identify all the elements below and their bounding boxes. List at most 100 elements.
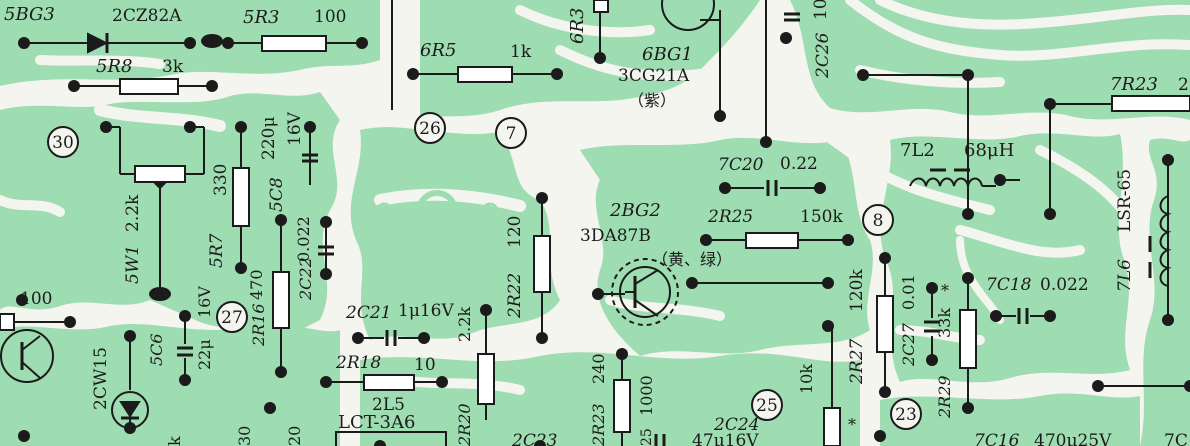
pad (264, 402, 276, 414)
pad (686, 277, 698, 289)
diode-2cz82a (87, 32, 109, 54)
channel (515, 5, 655, 38)
label-asterisk: * (941, 281, 949, 300)
capacitor-2c22 (318, 245, 334, 256)
label-2r20: 2R20 (455, 403, 474, 446)
label-5c6-value-2: 16V (195, 286, 214, 318)
capacitors (177, 12, 1029, 446)
pad (275, 214, 287, 226)
label-5r8: 5R8 (96, 56, 132, 77)
pad (994, 174, 1006, 186)
label-6r5: 6R5 (420, 40, 456, 61)
resistor-6r5 (457, 66, 513, 83)
label-7c18-value: 0.022 (1040, 275, 1089, 295)
pad (206, 80, 218, 92)
pad (551, 68, 563, 80)
label-7l6: 7L6 (1115, 259, 1135, 292)
label-2cz82a: 2CZ82A (112, 6, 182, 26)
test-point-marker: 7 (495, 117, 527, 149)
pad (124, 422, 136, 434)
pad (68, 80, 80, 92)
label-7c-right: 7C (1164, 431, 1188, 446)
channel (374, 188, 526, 212)
pad (320, 268, 332, 280)
pad (16, 294, 28, 306)
pad (962, 69, 974, 81)
transistor-2bg2 (611, 258, 679, 326)
label-7c20-value: 0.22 (780, 154, 818, 174)
label-7r23: 7R23 (1110, 74, 1158, 95)
diode-2cw15 (111, 391, 149, 429)
label-2c22: 2C22 (296, 257, 315, 301)
pad-oval (149, 287, 171, 301)
label-5r7: 5R7 (207, 233, 227, 268)
channel (94, 104, 226, 132)
pad (616, 348, 628, 360)
pad (179, 374, 191, 386)
pad (356, 37, 368, 49)
channel (35, 55, 165, 69)
label-5r3: 5R3 (243, 7, 279, 28)
label-lct: LCT-3A6 (338, 412, 415, 433)
capacitor-5c8 (302, 153, 318, 163)
pad (1044, 310, 1056, 322)
label-2r29-value: 33k (935, 308, 954, 338)
marker-circle (47, 126, 79, 158)
pads (16, 32, 1190, 446)
region-left-bottom (0, 323, 340, 446)
pad (780, 32, 792, 44)
test-point-marker: 27 (216, 301, 248, 333)
label-5c8-value-1: 220μ (259, 117, 279, 161)
label-5w1-value: 2.2k (123, 194, 143, 232)
label-2r18-value: 10 (414, 355, 436, 375)
pad (18, 37, 30, 49)
resistor-bottom (823, 407, 841, 446)
pad (822, 320, 834, 332)
label-2bg2-type: 3DA87B (580, 226, 651, 246)
channel (955, 225, 1085, 258)
region-left (0, 92, 340, 330)
pad (374, 440, 386, 446)
transistor-body (619, 266, 671, 318)
resistor-2r20 (477, 353, 495, 405)
pad (822, 277, 834, 289)
label-7l2: 7L2 (900, 140, 935, 161)
marker-label: 30 (52, 133, 74, 153)
label-6r5-value: 1k (510, 42, 532, 62)
resistor-5r3 (261, 35, 327, 52)
pad (879, 386, 891, 398)
pad (320, 376, 332, 388)
transistor-case (611, 258, 679, 326)
resistor-2r18 (363, 374, 415, 391)
label-5bg3: 5BG3 (4, 4, 55, 25)
pad (857, 69, 869, 81)
lct-outline (335, 431, 447, 446)
label-2cw15: 2CW15 (91, 347, 111, 410)
transistor-lead (634, 269, 659, 285)
pad (222, 37, 234, 49)
resistor-5r8 (119, 78, 179, 95)
transistor-6bg1 (661, 0, 720, 31)
label-2r22-value: 120 (505, 216, 525, 248)
marker-circle (751, 389, 783, 421)
pad (436, 376, 448, 388)
diode-triangle (119, 401, 141, 418)
pad (594, 52, 606, 64)
transistor-left (0, 329, 54, 383)
pad (235, 121, 247, 133)
pad (926, 354, 938, 366)
resistor-7r23 (1111, 95, 1190, 112)
pad (275, 366, 287, 378)
label-7l6-type: LSR-65 (1115, 169, 1135, 232)
marker-circle (216, 301, 248, 333)
label-2r27: 2R27 (847, 339, 867, 385)
label-5r3-value: 100 (314, 7, 346, 27)
label-2c26-value: 10 (811, 0, 831, 20)
pad (304, 121, 316, 133)
capacitor-7c20 (766, 180, 778, 196)
pad (480, 304, 492, 316)
marker-circle (414, 112, 446, 144)
resistor-2r27 (876, 295, 894, 353)
